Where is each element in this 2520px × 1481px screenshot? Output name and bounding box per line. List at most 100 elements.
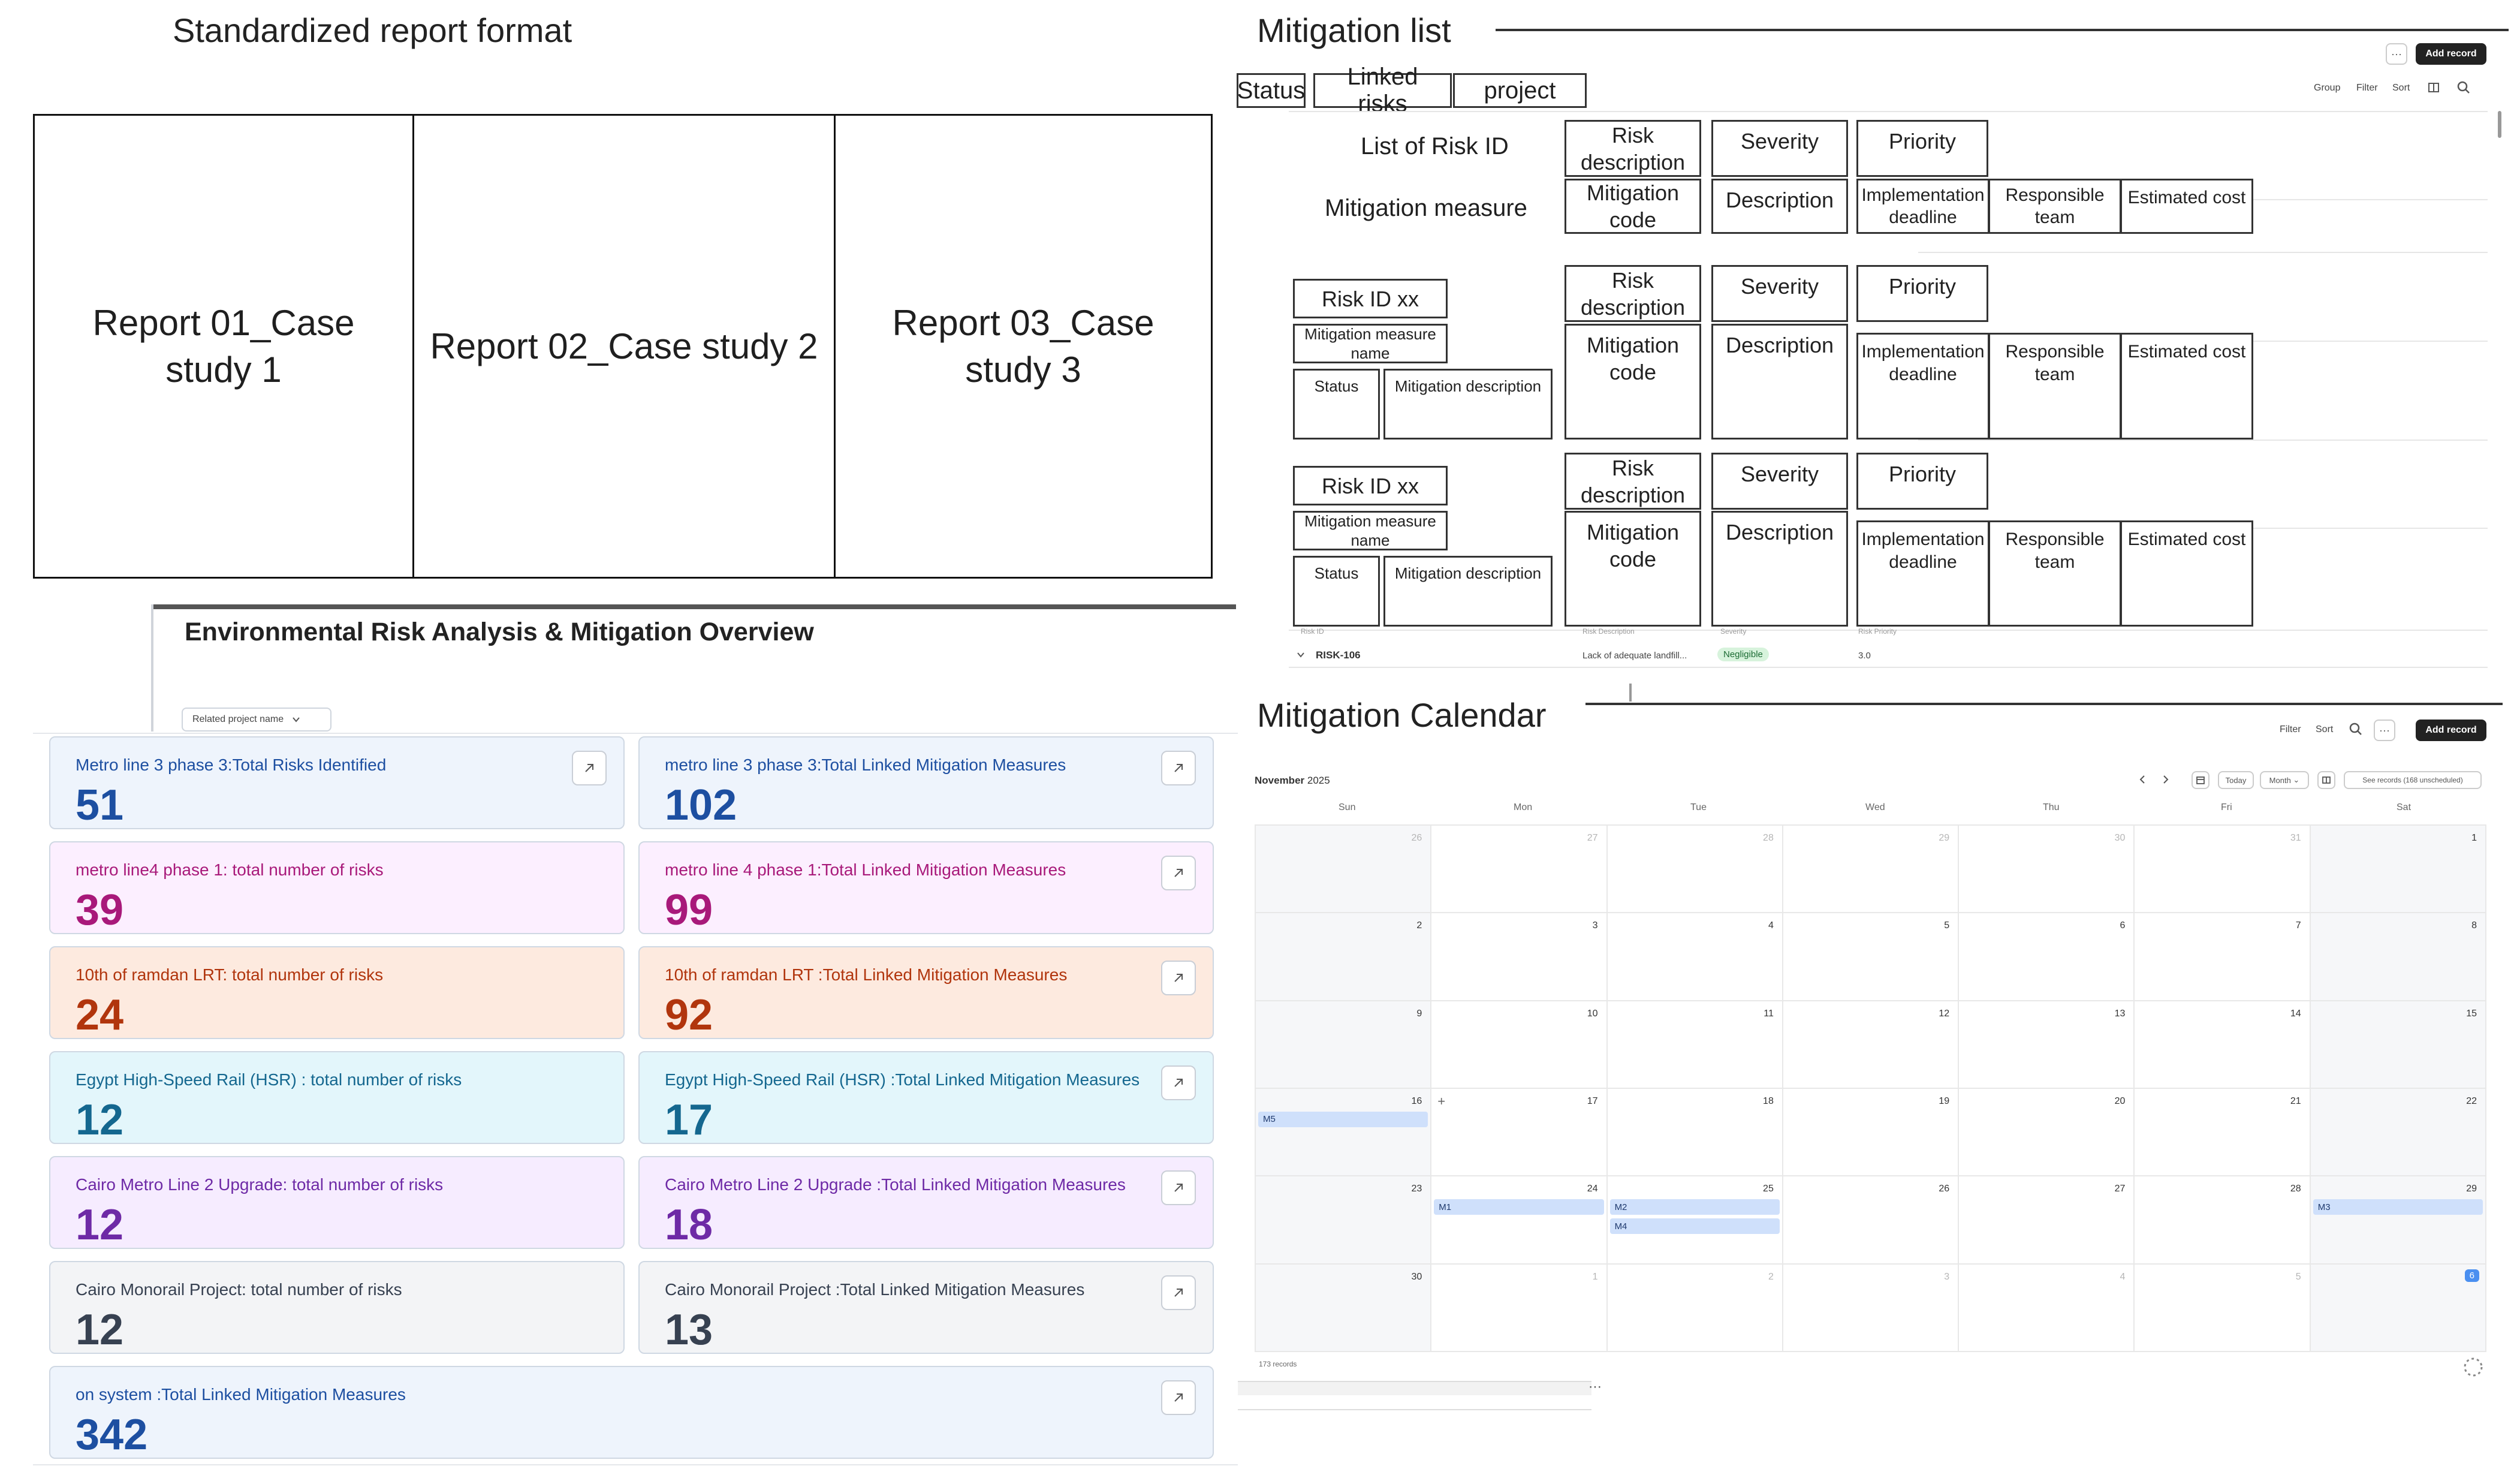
stat-card[interactable]: Cairo Monorail Project :Total Linked Mit… <box>638 1261 1214 1354</box>
calendar-day-cell[interactable]: 10 <box>1431 1001 1608 1089</box>
calendar-day-cell[interactable]: 13 <box>1959 1001 2135 1089</box>
calendar-day-cell[interactable]: 2 <box>1607 1264 1783 1352</box>
report-box-2[interactable]: Report 02_Case study 2 <box>412 114 836 579</box>
calendar-day-cell[interactable]: 31 <box>2135 826 2311 914</box>
calendar-day-cell[interactable]: 15 <box>2310 1001 2486 1089</box>
calendar-day-cell[interactable]: 6 <box>2310 1264 2486 1352</box>
prev-month-chevron-icon[interactable] <box>2138 774 2147 788</box>
layout-toggle-button[interactable] <box>2317 771 2335 789</box>
calendar-filter-button[interactable]: Filter <box>2280 724 2301 735</box>
row-risk-id[interactable]: RISK-106 <box>1316 649 1361 661</box>
calendar-event[interactable]: M1 <box>1434 1199 1604 1215</box>
calendar-day-cell[interactable]: 25 M2 M4 <box>1607 1176 1783 1265</box>
calendar-icon-button[interactable] <box>2192 771 2209 789</box>
calendar-day-cell[interactable]: 22 <box>2310 1088 2486 1177</box>
list-search-icon[interactable] <box>2456 80 2471 95</box>
list-scrollbar[interactable] <box>2498 111 2501 138</box>
calendar-add-record-button[interactable]: Add record <box>2416 720 2486 741</box>
calendar-day-cell[interactable]: 1 <box>1431 1264 1608 1352</box>
open-link-icon[interactable] <box>1161 1170 1196 1205</box>
calendar-event[interactable]: M2 <box>1609 1199 1780 1215</box>
calendar-event[interactable]: M4 <box>1609 1218 1780 1235</box>
calendar-day-cell[interactable]: 5 <box>1783 913 1960 1001</box>
stat-card[interactable]: Cairo Metro Line 2 Upgrade :Total Linked… <box>638 1156 1214 1249</box>
list-add-record-button[interactable]: Add record <box>2416 43 2486 65</box>
calendar-day-cell[interactable]: 23 <box>1256 1176 1432 1265</box>
horizontal-scrollbar[interactable] <box>1238 1381 1591 1395</box>
calendar-day-cell[interactable]: 28 <box>1607 826 1783 914</box>
open-link-icon[interactable] <box>572 751 607 785</box>
calendar-day-cell[interactable]: 14 <box>2135 1001 2311 1089</box>
report-box-3[interactable]: Report 03_Case study 3 <box>834 114 1213 579</box>
calendar-day-cell[interactable]: 4 <box>1607 913 1783 1001</box>
calendar-day-cell[interactable]: 12 <box>1783 1001 1960 1089</box>
filter-linked-risks[interactable]: Linked risks <box>1313 64 1452 117</box>
calendar-day-cell[interactable]: 1 <box>2310 826 2486 914</box>
stat-card[interactable]: metro line 3 phase 3:Total Linked Mitiga… <box>638 736 1214 829</box>
stat-card[interactable]: Metro line 3 phase 3:Total Risks Identif… <box>49 736 625 829</box>
calendar-event[interactable]: M3 <box>2313 1199 2483 1215</box>
calendar-day-cell[interactable]: 2 <box>1256 913 1432 1001</box>
calendar-day-cell[interactable]: 27 <box>1431 826 1608 914</box>
calendar-day-cell[interactable]: 24 M1 <box>1431 1176 1608 1265</box>
calendar-day-cell[interactable]: 8 <box>2310 913 2486 1001</box>
add-event-plus-icon[interactable]: + <box>1437 1093 1446 1109</box>
calendar-day-cell[interactable]: 11 <box>1607 1001 1783 1089</box>
open-link-icon[interactable] <box>1161 751 1196 785</box>
calendar-day-cell[interactable]: + 17 <box>1431 1088 1608 1177</box>
filter-status[interactable]: Status <box>1237 73 1306 108</box>
stat-card[interactable]: Egypt High-Speed Rail (HSR) : total numb… <box>49 1051 625 1144</box>
weekday-sat: Sat <box>2397 802 2412 812</box>
calendar-day-cell[interactable]: 9 <box>1256 1001 1432 1089</box>
stat-card[interactable]: 10th of ramdan LRT: total number of risk… <box>49 946 625 1039</box>
list-group-button[interactable]: Group <box>2314 83 2341 93</box>
today-button[interactable]: Today <box>2218 771 2254 789</box>
list-sort-button[interactable]: Sort <box>2392 83 2410 93</box>
calendar-day-cell[interactable]: 29 <box>1783 826 1960 914</box>
view-month-select[interactable]: Month ⌄ <box>2260 771 2309 789</box>
calendar-day-cell[interactable]: 26 <box>1256 826 1432 914</box>
open-link-icon[interactable] <box>1161 1275 1196 1310</box>
open-link-icon[interactable] <box>1161 1065 1196 1100</box>
filter-project[interactable]: project <box>1453 73 1587 108</box>
calendar-day-cell[interactable]: 16 M5 <box>1256 1088 1432 1177</box>
stat-card[interactable]: metro line 4 phase 1:Total Linked Mitiga… <box>638 841 1214 934</box>
open-link-icon[interactable] <box>1161 961 1196 995</box>
stat-card[interactable]: Cairo Monorail Project: total number of … <box>49 1261 625 1354</box>
calendar-day-cell[interactable]: 30 <box>1959 826 2135 914</box>
project-select[interactable]: Related project name <box>182 708 331 732</box>
list-filter-button[interactable]: Filter <box>2356 83 2378 93</box>
calendar-day-cell[interactable]: 30 <box>1256 1264 1432 1352</box>
stat-card-total[interactable]: on system :Total Linked Mitigation Measu… <box>49 1366 1214 1459</box>
calendar-day-cell[interactable]: 7 <box>2135 913 2311 1001</box>
calendar-day-cell[interactable]: 26 <box>1783 1176 1960 1265</box>
calendar-sort-button[interactable]: Sort <box>2316 724 2334 735</box>
calendar-day-cell[interactable]: 18 <box>1607 1088 1783 1177</box>
next-month-chevron-icon[interactable] <box>2161 774 2171 788</box>
calendar-day-cell[interactable]: 6 <box>1959 913 2135 1001</box>
stat-card[interactable]: Egypt High-Speed Rail (HSR) :Total Linke… <box>638 1051 1214 1144</box>
calendar-day-cell[interactable]: 21 <box>2135 1088 2311 1177</box>
open-link-icon[interactable] <box>1161 856 1196 890</box>
calendar-day-cell[interactable]: 19 <box>1783 1088 1960 1177</box>
calendar-day-cell[interactable]: 4 <box>1959 1264 2135 1352</box>
stat-card[interactable]: metro line4 phase 1: total number of ris… <box>49 841 625 934</box>
calendar-day-cell[interactable]: 20 <box>1959 1088 2135 1177</box>
calendar-day-cell[interactable]: 3 <box>1431 913 1608 1001</box>
list-view-icon[interactable] <box>2428 82 2440 94</box>
calendar-day-cell[interactable]: 29 M3 <box>2310 1176 2486 1265</box>
unscheduled-records-button[interactable]: See records (168 unscheduled) <box>2344 771 2482 789</box>
stat-card[interactable]: 10th of ramdan LRT :Total Linked Mitigat… <box>638 946 1214 1039</box>
calendar-day-cell[interactable]: 28 <box>2135 1176 2311 1265</box>
stat-card[interactable]: Cairo Metro Line 2 Upgrade: total number… <box>49 1156 625 1249</box>
row-expand-chevron-icon[interactable] <box>1296 650 1306 663</box>
report-box-1[interactable]: Report 01_Case study 1 <box>33 114 414 579</box>
open-link-icon[interactable] <box>1161 1380 1196 1415</box>
list-more-button[interactable]: ··· <box>2386 43 2407 65</box>
calendar-day-cell[interactable]: 5 <box>2135 1264 2311 1352</box>
calendar-more-button[interactable]: ··· <box>2374 720 2395 741</box>
calendar-search-icon[interactable] <box>2349 722 2363 739</box>
calendar-day-cell[interactable]: 27 <box>1959 1176 2135 1265</box>
calendar-day-cell[interactable]: 3 <box>1783 1264 1960 1352</box>
calendar-event[interactable]: M5 <box>1258 1111 1428 1127</box>
